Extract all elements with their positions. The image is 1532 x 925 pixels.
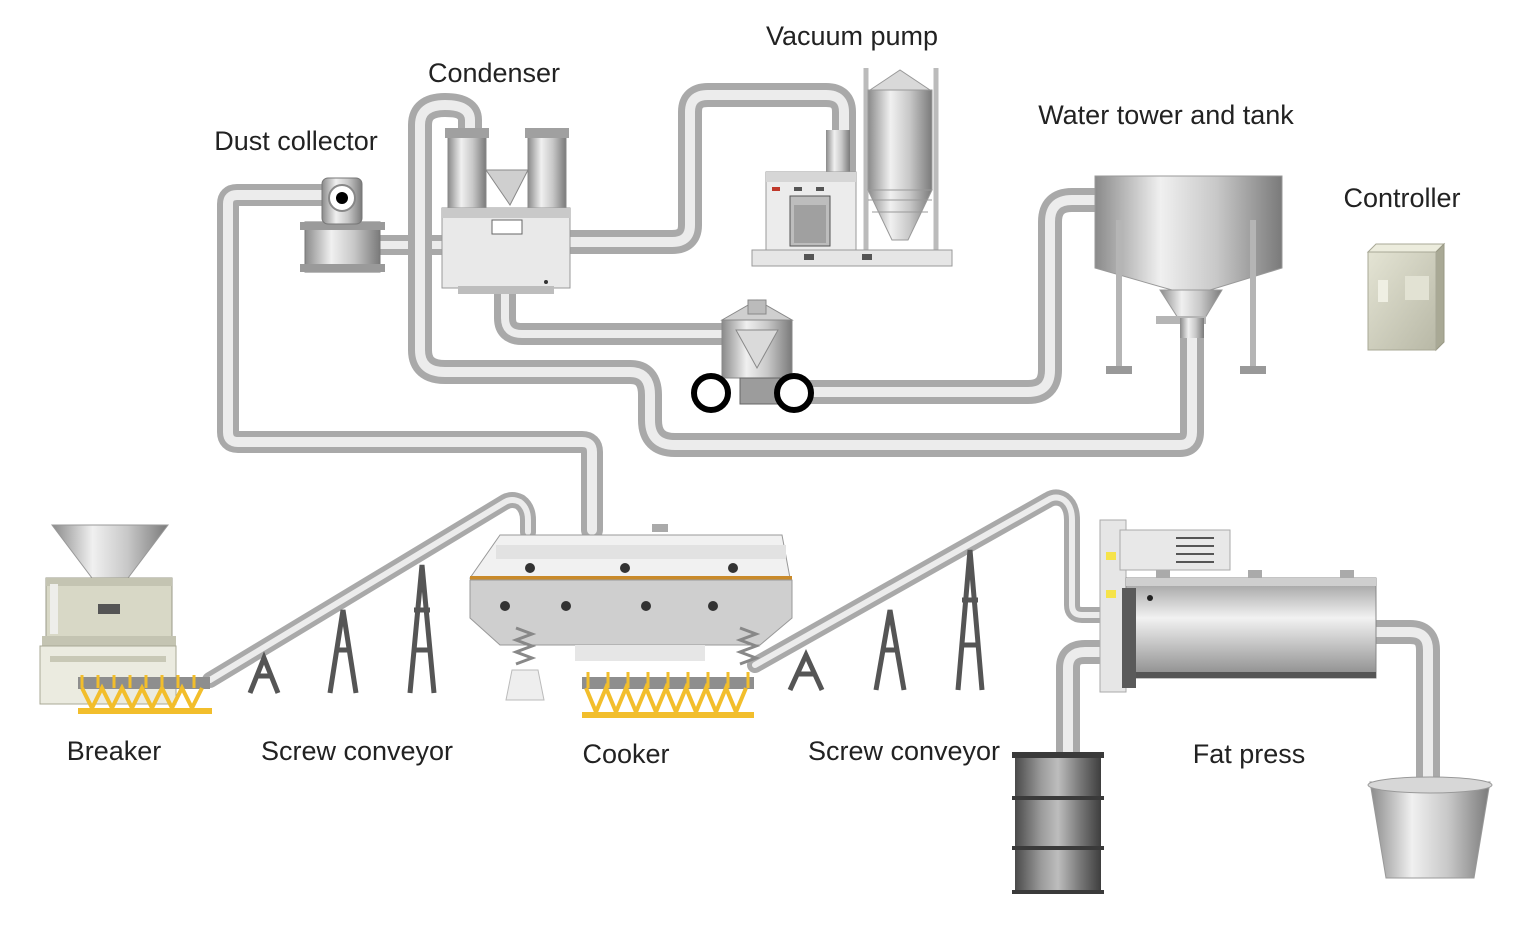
collection-bucket: [1367, 776, 1493, 879]
label-condenser: Condenser: [428, 58, 560, 88]
label-fat-press: Fat press: [1193, 739, 1306, 769]
wheel-icon: [774, 373, 814, 413]
vacuum-pump: [751, 68, 953, 267]
pipe-condenser-to-separator: [494, 279, 746, 345]
pipe-fat-press-to-drum: [1056, 640, 1117, 772]
pipe-condenser-to-vacuum-pump: [556, 83, 856, 254]
pipe-network: [202, 83, 1440, 797]
pipe-conveyor2-to-fat-press: [747, 489, 1113, 673]
label-water-tower-and-tank: Water tower and tank: [1038, 100, 1294, 130]
pipe-fat-press-to-bucket: [1363, 620, 1440, 797]
breaker: [39, 524, 177, 705]
label-screw-conveyor-1: Screw conveyor: [261, 736, 453, 766]
label-screw-conveyor-2: Screw conveyor: [808, 736, 1000, 766]
wheel-icon: [691, 373, 731, 413]
label-breaker: Breaker: [67, 736, 162, 766]
cooker: [469, 524, 793, 701]
pipe-condenser-loop: [408, 93, 1204, 457]
controller-cabinet: [1366, 242, 1446, 352]
pipe-conveyor1-to-cooker: [202, 492, 536, 688]
conveyor-1-stands: [247, 564, 437, 694]
fat-press: [1099, 519, 1377, 693]
screw-1-auger: [78, 675, 212, 714]
dust-collector: [300, 177, 385, 273]
water-tower-and-tank: [1094, 175, 1283, 374]
condenser: [441, 128, 571, 294]
label-vacuum-pump: Vacuum pump: [766, 21, 938, 51]
cooker-springs: [511, 626, 761, 666]
label-controller: Controller: [1343, 183, 1460, 213]
screw-conveyor-2: [582, 549, 985, 718]
equipment-labels: Vacuum pump Condenser Dust collector Wat…: [67, 21, 1461, 769]
screw-2-auger: [582, 672, 754, 718]
label-cooker: Cooker: [582, 739, 669, 769]
conveyor-2-stands: [787, 549, 985, 692]
collection-drum: [1012, 752, 1104, 894]
pipe-separator-to-water-tower: [778, 188, 1112, 404]
separator-tank: [691, 299, 814, 413]
label-dust-collector: Dust collector: [214, 126, 378, 156]
pipe-dust-collector-to-cooker: [217, 184, 603, 541]
screw-conveyor-1: [78, 564, 437, 714]
